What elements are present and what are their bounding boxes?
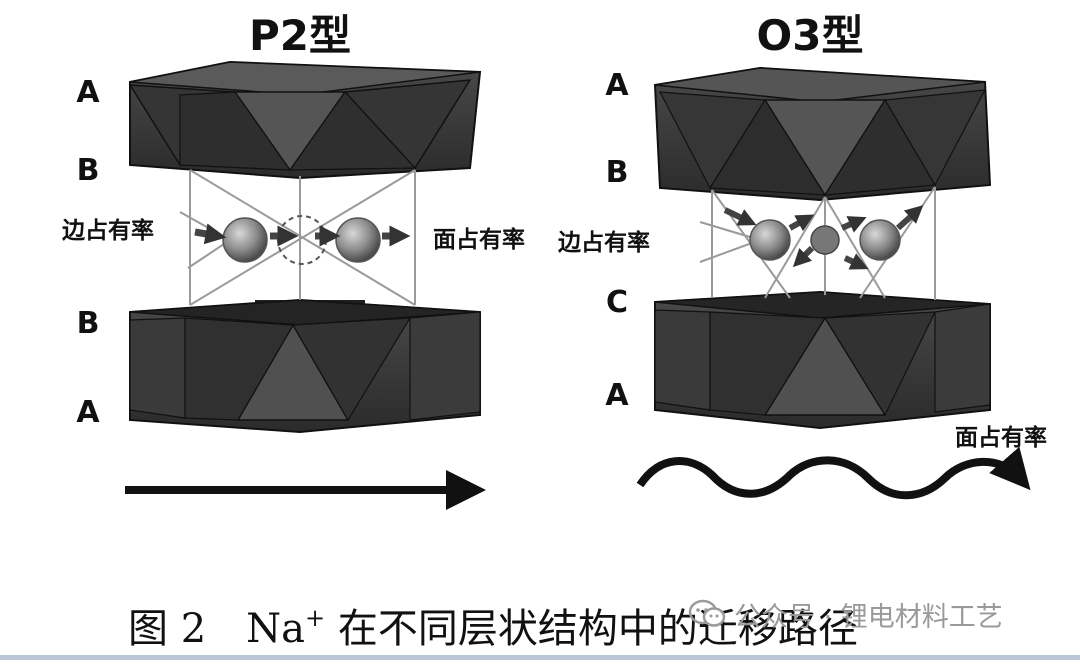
caption-superscript: + [305,604,326,632]
p2-lower-slab [129,298,481,434]
p2-structure: P2型 A B B A [62,11,525,510]
p2-layer-label-1: A [76,75,100,110]
p2-layer-label-2: B [77,153,100,188]
o3-na-ion-1 [749,219,791,261]
o3-title: O3型 [757,11,864,60]
caption-suffix: 在不同层状结构中的迁移路径 [325,606,858,652]
o3-layer-label-2: B [606,155,629,190]
o3-structure: O3型 A B C A [558,11,1047,500]
wechat-icon [688,599,726,627]
o3-layer-label-1: A [605,68,629,103]
bottom-border [0,655,1080,660]
p2-na-ion-2 [335,217,381,263]
o3-lower-slab [654,290,991,430]
p2-title: P2型 [249,11,351,60]
o3-layer-label-4: A [605,378,629,413]
p2-migration-path [194,215,411,265]
o3-interstitial-site [810,225,840,255]
watermark-text: 公众号 · 锂电材料工艺 [734,601,1003,633]
o3-upper-slab [653,66,992,202]
o3-layer-label-3: C [606,285,628,320]
caption-prefix: 图 2 Na [128,606,306,652]
o3-face-share-label: 面占有率 [955,424,1047,451]
p2-vacant-site [277,215,327,265]
watermark: 公众号 · 锂电材料工艺 [688,592,1058,636]
o3-edge-share-label: 边占有率 [558,229,650,256]
o3-na-ion-2 [859,219,901,261]
p2-edge-share-label: 边占有率 [62,217,154,244]
p2-layer-label-4: A [76,395,100,430]
figure-caption: 图 2 Na+ 在不同层状结构中的迁移路径 [128,600,928,658]
o3-curved-path-arrow [636,446,1031,500]
p2-face-share-label: 面占有率 [433,226,525,253]
p2-na-ion-1 [222,217,268,263]
o3-migration-path [723,205,924,270]
p2-layer-label-3: B [77,306,100,341]
p2-upper-slab [128,60,482,180]
